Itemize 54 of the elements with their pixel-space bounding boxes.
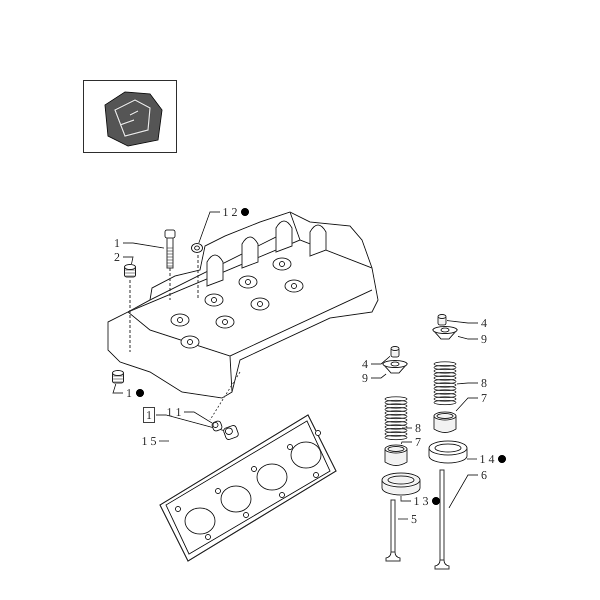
washer-drawing xyxy=(191,243,203,253)
valve-seal-drawing xyxy=(384,444,408,468)
leader-line xyxy=(158,440,170,442)
leader-line xyxy=(156,414,224,432)
valve-spring-drawing xyxy=(433,362,457,408)
leader-line xyxy=(456,398,478,412)
callout-number: 8 xyxy=(413,421,423,435)
valve-cap-drawing xyxy=(390,346,400,358)
callout-number: 9 xyxy=(479,332,489,346)
valve-drawing xyxy=(435,470,449,570)
leader-line xyxy=(400,496,412,502)
leader-line xyxy=(448,474,478,508)
spring-retainer-drawing xyxy=(382,360,408,374)
leader-line xyxy=(122,242,164,248)
sleeve-drawing xyxy=(124,264,136,278)
bolt-drawing xyxy=(164,230,176,268)
leader-line xyxy=(370,356,390,364)
valve-spring-drawing xyxy=(384,397,408,443)
leader-line xyxy=(122,256,134,264)
leader-line xyxy=(456,382,478,384)
valve-drawing xyxy=(386,500,400,562)
spring-retainer-drawing xyxy=(432,326,458,340)
boxed-callout-number: 1 xyxy=(143,407,155,423)
callout-number: 1 xyxy=(124,386,134,400)
sleeve-drawing xyxy=(112,370,124,384)
leader-line xyxy=(370,374,387,378)
callout-number: 1 xyxy=(112,236,122,250)
callout-number: 7 xyxy=(479,391,489,405)
callout-number: 4 xyxy=(360,357,370,371)
leader-line xyxy=(112,384,124,394)
leader-line xyxy=(198,212,220,244)
callout-number: 5 xyxy=(409,512,419,526)
callout-number: 1 2 xyxy=(221,205,239,219)
callout-number: 7 xyxy=(413,435,423,449)
leader-line xyxy=(466,458,478,460)
plug-drawing xyxy=(224,426,238,439)
callout-number: 1 5 xyxy=(140,434,158,448)
callout-number: 1 4 xyxy=(478,452,496,466)
leader-line xyxy=(458,336,478,340)
callout-number: 9 xyxy=(360,371,370,385)
callout-number: 4 xyxy=(479,316,489,330)
valve-seal-drawing xyxy=(433,411,457,435)
valve-cap-drawing xyxy=(437,314,447,326)
plug-drawing xyxy=(212,421,222,431)
callout-number: 8 xyxy=(479,376,489,390)
callout-number: 1 3 xyxy=(412,494,430,508)
valve-seat-ring-drawing xyxy=(428,440,468,464)
leader-line xyxy=(184,412,212,424)
callout-number: 2 xyxy=(112,250,122,264)
callout-number: 6 xyxy=(479,468,489,482)
leader-line xyxy=(398,518,408,520)
valve-seat-ring-drawing xyxy=(381,472,421,496)
leader-line xyxy=(400,442,412,444)
leader-line xyxy=(446,320,478,324)
